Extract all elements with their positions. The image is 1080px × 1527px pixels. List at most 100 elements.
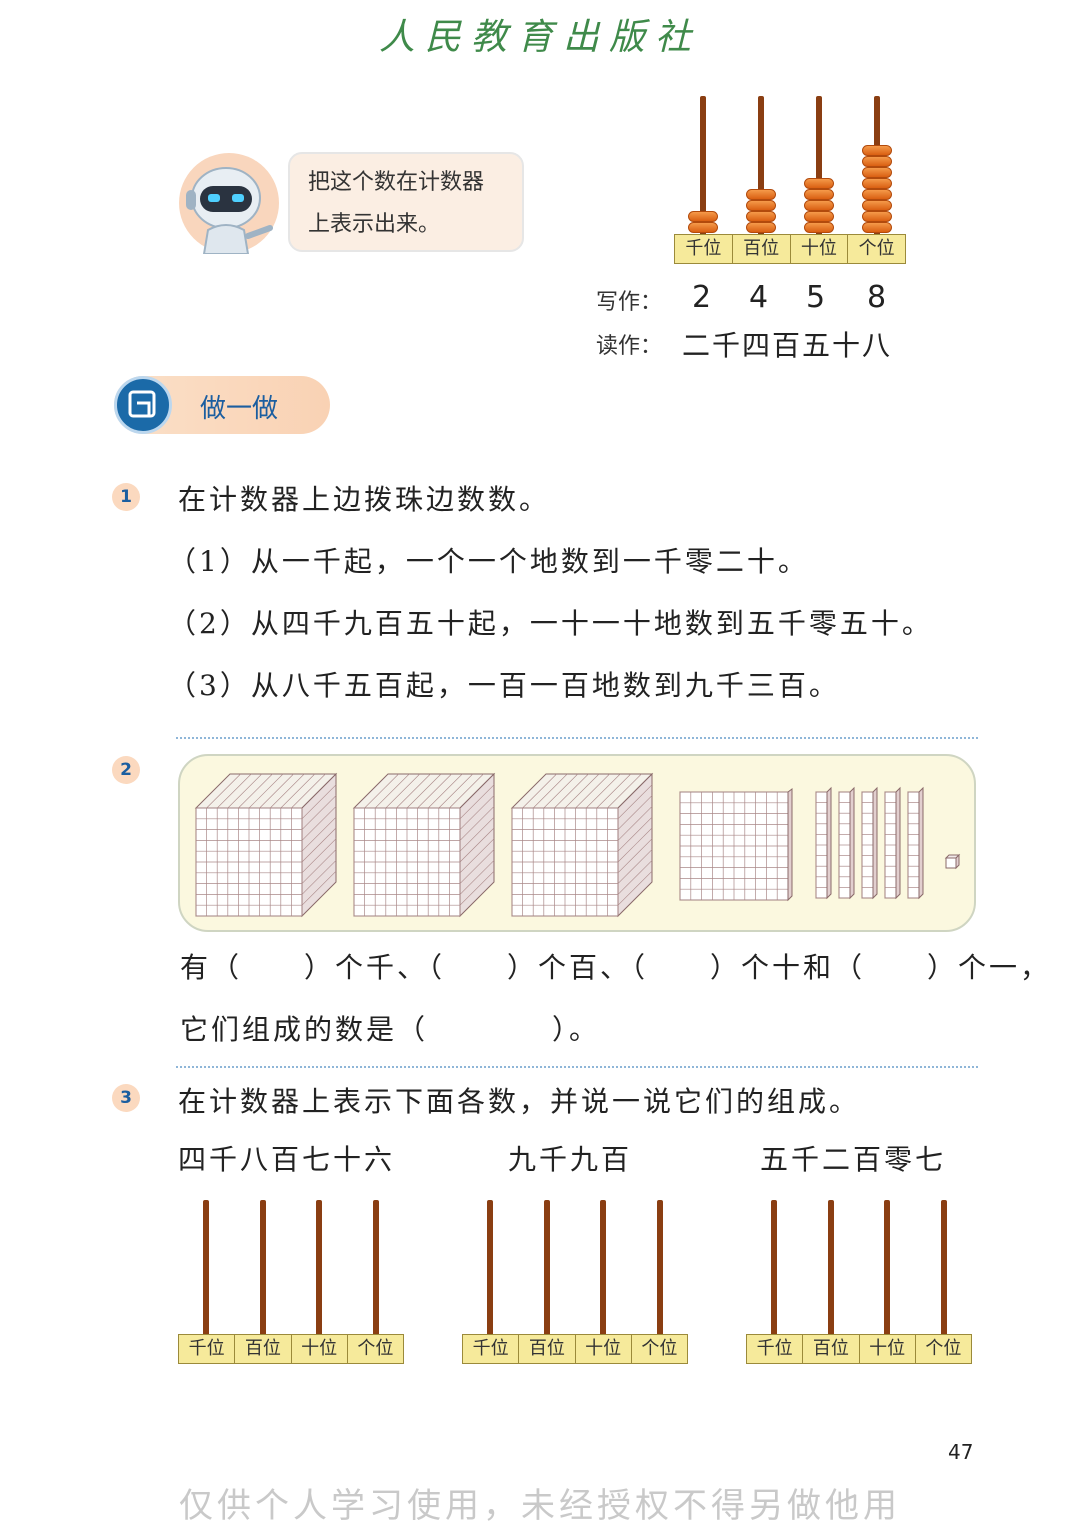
abacus-rod	[600, 1200, 607, 1336]
q3-text: 在计数器上表示下面各数，并说一说它们的组成。	[178, 1085, 861, 1118]
place-label: 个位	[915, 1335, 971, 1363]
abacus-example: 千位百位十位个位	[674, 96, 906, 266]
abacus-rod	[816, 96, 822, 236]
abacus-bead	[862, 200, 892, 211]
place-label: 千位	[747, 1335, 804, 1363]
abacus-bead	[688, 211, 718, 222]
place-label: 千位	[463, 1335, 520, 1363]
abacus-bead	[804, 189, 834, 200]
q3-number: 四千八百七十六	[178, 1143, 396, 1176]
thousand-cube	[352, 772, 496, 918]
read-text: 二千四百五十八	[682, 329, 893, 362]
written-digit: 5	[806, 280, 826, 315]
ten-rod	[838, 786, 855, 900]
abacus-empty: 千位百位十位个位	[178, 1200, 404, 1364]
place-label: 百位	[803, 1335, 860, 1363]
q1-item: （3）从八千五百起，一百一百地数到九千三百。	[168, 669, 840, 702]
abacus-bead	[804, 211, 834, 222]
question-number: 3	[112, 1084, 140, 1112]
abacus-empty: 千位百位十位个位	[746, 1200, 972, 1364]
place-label: 十位	[291, 1335, 348, 1363]
abacus-rod	[372, 1200, 379, 1336]
page-number: 47	[948, 1440, 974, 1464]
abacus-bead	[746, 222, 776, 233]
abacus-bead	[862, 211, 892, 222]
question-number: 1	[112, 483, 140, 511]
bubble-line: 上表示出来。	[308, 212, 441, 237]
read-label: 读作：	[596, 334, 663, 359]
publisher-logo: 人民教育出版社	[378, 17, 701, 58]
place-label: 百位	[519, 1335, 576, 1363]
abacus-bead	[746, 211, 776, 222]
abacus-rod	[700, 96, 706, 236]
one-cube	[944, 853, 961, 870]
abacus-bead	[862, 178, 892, 189]
place-value-labels: 千位百位十位个位	[178, 1334, 404, 1364]
abacus-rod	[487, 1200, 494, 1336]
write-label: 写作：	[596, 290, 663, 315]
abacus-bead	[862, 222, 892, 233]
abacus-bead	[688, 222, 718, 233]
ten-rod	[907, 786, 924, 900]
abacus-rod	[827, 1200, 834, 1336]
place-label: 个位	[631, 1335, 687, 1363]
abacus-bead	[862, 156, 892, 167]
abacus-bead	[804, 178, 834, 189]
place-label: 个位	[347, 1335, 403, 1363]
place-label: 千位	[675, 235, 733, 263]
written-digit: 2	[692, 280, 712, 315]
abacus-bead	[862, 145, 892, 156]
bubble-line: 把这个数在计数器	[308, 170, 485, 195]
question-number: 2	[112, 756, 140, 784]
divider	[176, 1066, 978, 1068]
place-label: 十位	[790, 235, 849, 263]
abacus-rod	[203, 1200, 210, 1336]
written-digit: 4	[749, 280, 769, 315]
place-label: 百位	[235, 1335, 292, 1363]
thousand-cube	[194, 772, 338, 918]
ten-rod	[815, 786, 832, 900]
hundred-flat	[679, 788, 793, 902]
abacus-rod	[316, 1200, 323, 1336]
abacus-rod	[771, 1200, 778, 1336]
abacus-rod	[884, 1200, 891, 1336]
abacus-rod	[543, 1200, 550, 1336]
place-label: 千位	[179, 1335, 236, 1363]
place-label: 十位	[859, 1335, 916, 1363]
place-label: 十位	[575, 1335, 632, 1363]
place-value-labels: 千位百位十位个位	[674, 234, 906, 264]
abacus-rod	[758, 96, 764, 236]
q1-item: （2）从四千九百五十起，一十一十地数到五千零五十。	[168, 607, 933, 640]
abacus-bead	[746, 200, 776, 211]
abacus-bead	[746, 189, 776, 200]
q1-item: （1）从一千起，一个一个地数到一千零二十。	[168, 545, 809, 578]
abacus-rod	[259, 1200, 266, 1336]
ten-rod	[861, 786, 878, 900]
abacus-bead	[804, 200, 834, 211]
q3-number: 五千二百零七	[760, 1143, 947, 1176]
abacus-bead	[862, 189, 892, 200]
abacus-rod	[940, 1200, 947, 1336]
watermark: 仅供个人学习使用，未经授权不得另做他用	[179, 1486, 901, 1526]
place-value-labels: 千位百位十位个位	[462, 1334, 688, 1364]
place-value-labels: 千位百位十位个位	[746, 1334, 972, 1364]
place-label: 百位	[732, 235, 791, 263]
thousand-cube	[510, 772, 654, 918]
ten-rod	[884, 786, 901, 900]
divider	[176, 737, 978, 739]
pencil-square-icon	[114, 376, 172, 434]
section-title: 做一做	[200, 394, 279, 424]
q2-line: 它们组成的数是（ ）。	[180, 1013, 601, 1046]
written-digit: 8	[867, 280, 887, 315]
place-label: 个位	[848, 235, 905, 263]
abacus-empty: 千位百位十位个位	[462, 1200, 688, 1364]
robot-avatar	[178, 152, 280, 255]
abacus-rod	[656, 1200, 663, 1336]
abacus-bead	[862, 167, 892, 178]
q2-line: 有（ ）个千、（ ）个百、（ ）个十和（ ）个一，	[180, 951, 1052, 984]
blocks-panel	[178, 754, 976, 932]
speech-bubble: 把这个数在计数器 上表示出来。	[288, 152, 524, 252]
abacus-bead	[804, 222, 834, 233]
q1-text: 在计数器上边拨珠边数数。	[178, 483, 551, 516]
q3-number: 九千九百	[508, 1143, 633, 1176]
